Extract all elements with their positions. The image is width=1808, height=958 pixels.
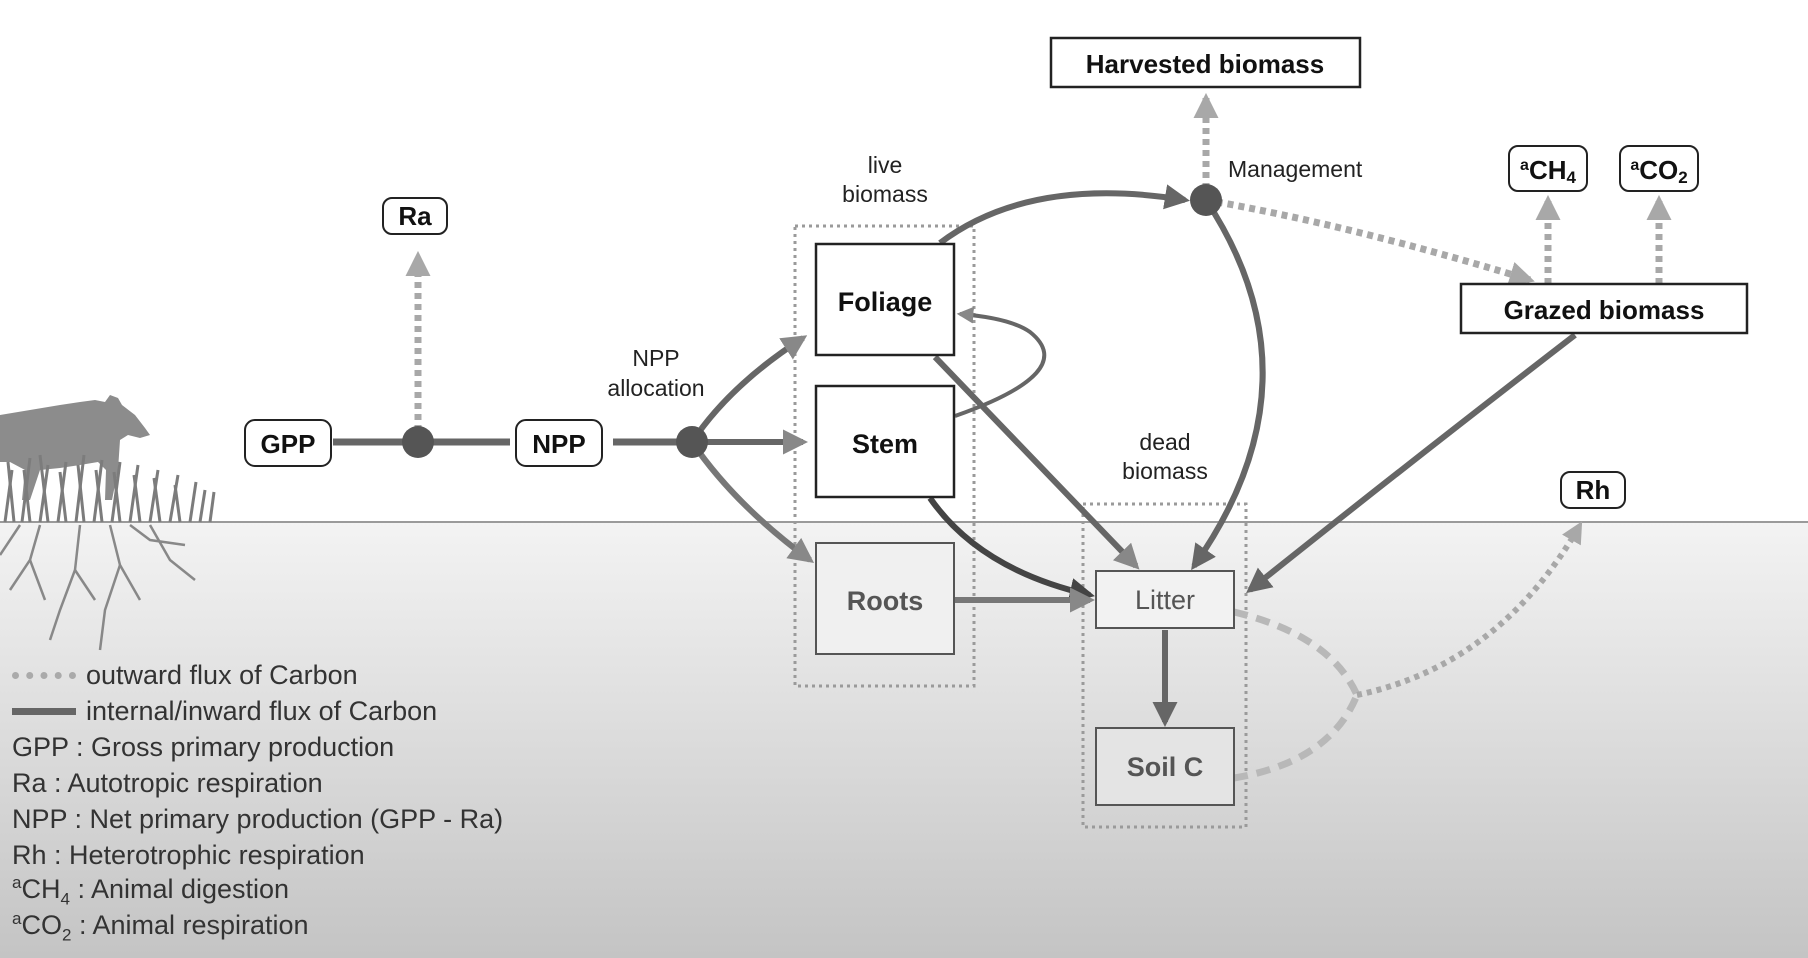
legend-co2-desc: : Animal respiration <box>71 909 309 940</box>
management-junction <box>1190 184 1222 216</box>
legend-co2: aCO2 : Animal respiration <box>12 909 503 945</box>
soil-c-label: Soil C <box>1127 752 1204 782</box>
litter-box: Litter <box>1095 570 1235 629</box>
flow-management-to-grazed <box>1205 196 1535 287</box>
legend-ch4: aCH4 : Animal digestion <box>12 873 503 909</box>
live-biomass-label-2: biomass <box>842 181 928 207</box>
legend-npp-text: NPP : Net primary production (GPP - Ra) <box>12 804 504 834</box>
foliage-box: Foliage <box>814 242 956 357</box>
flow-foliage-to-litter <box>932 354 1140 570</box>
management-label: Management <box>1228 156 1363 182</box>
legend-ch4-prefix: a <box>12 872 22 892</box>
npp-allocation-label-1: NPP <box>632 345 679 371</box>
legend-ch4-desc: : Animal digestion <box>69 873 290 904</box>
legend-gpp-text: GPP : Gross primary production <box>12 732 395 762</box>
flow-litter-rh-dash <box>1233 608 1361 697</box>
flow-to-roots <box>689 440 815 563</box>
aco2-main: CO <box>1639 155 1678 185</box>
roots-label: Roots <box>847 586 924 616</box>
dead-biomass-label-1: dead <box>1139 429 1190 455</box>
gpp-box: GPP <box>244 419 332 467</box>
npp-box: NPP <box>515 419 603 467</box>
ra-label: Ra <box>398 201 432 231</box>
ach4-box: aCH4 <box>1508 145 1588 192</box>
flow-stem-to-litter <box>927 496 1095 603</box>
aco2-box: aCO2 <box>1619 145 1699 192</box>
stem-box: Stem <box>814 384 956 499</box>
ach4-subscript: 4 <box>1567 168 1577 187</box>
foliage-label: Foliage <box>838 287 933 317</box>
rh-box: Rh <box>1560 471 1626 509</box>
legend-internal-swatch <box>12 707 76 715</box>
rh-label: Rh <box>1576 475 1611 505</box>
legend-outward-swatch <box>12 671 76 679</box>
roots-box: Roots <box>815 542 955 655</box>
live-biomass-group <box>793 224 976 688</box>
cow-grass-illustration <box>0 395 216 651</box>
legend-internal-text: internal/inward flux of Carbon <box>86 696 438 726</box>
flow-soil-rh-dash <box>1233 693 1361 782</box>
legend-ra-text: Ra : Autotropic respiration <box>12 768 323 798</box>
grazed-biomass-box: Grazed biomass <box>1459 282 1749 335</box>
legend-ra: Ra : Autotropic respiration <box>12 765 503 801</box>
litter-label: Litter <box>1135 585 1195 615</box>
harvested-biomass-label: Harvested biomass <box>1086 49 1324 79</box>
legend: outward flux of Carbon internal/inward f… <box>12 657 503 945</box>
allocation-junction <box>676 426 708 458</box>
svg-text:aCO2: aCO2 <box>1630 155 1687 187</box>
legend-ch4-subscript: 4 <box>60 889 70 909</box>
ach4-prefix: a <box>1520 157 1529 174</box>
grass <box>3 454 216 523</box>
legend-outward-text: outward flux of Carbon <box>86 660 358 690</box>
dead-biomass-label-2: biomass <box>1122 458 1208 484</box>
legend-outward-flux: outward flux of Carbon <box>12 657 503 693</box>
legend-npp: NPP : Net primary production (GPP - Ra) <box>12 801 503 837</box>
ra-box: Ra <box>382 197 448 235</box>
flow-stem-to-foliage <box>954 306 1047 418</box>
flow-to-foliage <box>689 335 808 444</box>
stem-label: Stem <box>852 429 918 459</box>
aco2-prefix: a <box>1630 157 1639 174</box>
npp-allocation-label-2: allocation <box>607 375 704 401</box>
legend-gpp: GPP : Gross primary production <box>12 729 503 765</box>
legend-internal-flux: internal/inward flux of Carbon <box>12 693 503 729</box>
svg-text:aCH4: aCH4 <box>1520 155 1576 187</box>
legend-rh: Rh : Heterotrophic respiration <box>12 837 503 873</box>
flow-grazed-to-litter <box>1246 332 1577 594</box>
legend-ch4-text: aCH4 : Animal digestion <box>12 865 289 917</box>
flow-management-to-litter <box>1191 198 1266 571</box>
flow-foliage-to-management <box>938 184 1190 246</box>
legend-rh-text: Rh : Heterotrophic respiration <box>12 840 365 870</box>
legend-co2-subscript: 2 <box>61 925 72 945</box>
roots-illustration <box>0 524 196 651</box>
live-biomass-label-1: live <box>868 152 903 178</box>
legend-co2-main: CO <box>21 909 62 940</box>
harvested-biomass-box: Harvested biomass <box>1049 36 1362 89</box>
legend-co2-prefix: a <box>12 908 22 928</box>
gpp-label: GPP <box>261 429 316 459</box>
aco2-subscript: 2 <box>1678 168 1687 187</box>
ach4-main: CH <box>1529 155 1567 185</box>
soil-c-box: Soil C <box>1095 727 1235 806</box>
dead-biomass-group <box>1081 502 1248 829</box>
cow-silhouette <box>0 395 150 500</box>
npp-label: NPP <box>532 429 585 459</box>
flow-rh-out <box>1356 521 1583 698</box>
ra-junction <box>402 426 434 458</box>
grazed-biomass-label: Grazed biomass <box>1504 295 1705 325</box>
legend-co2-text: aCO2 : Animal respiration <box>12 901 309 953</box>
legend-ch4-main: CH <box>21 873 61 904</box>
